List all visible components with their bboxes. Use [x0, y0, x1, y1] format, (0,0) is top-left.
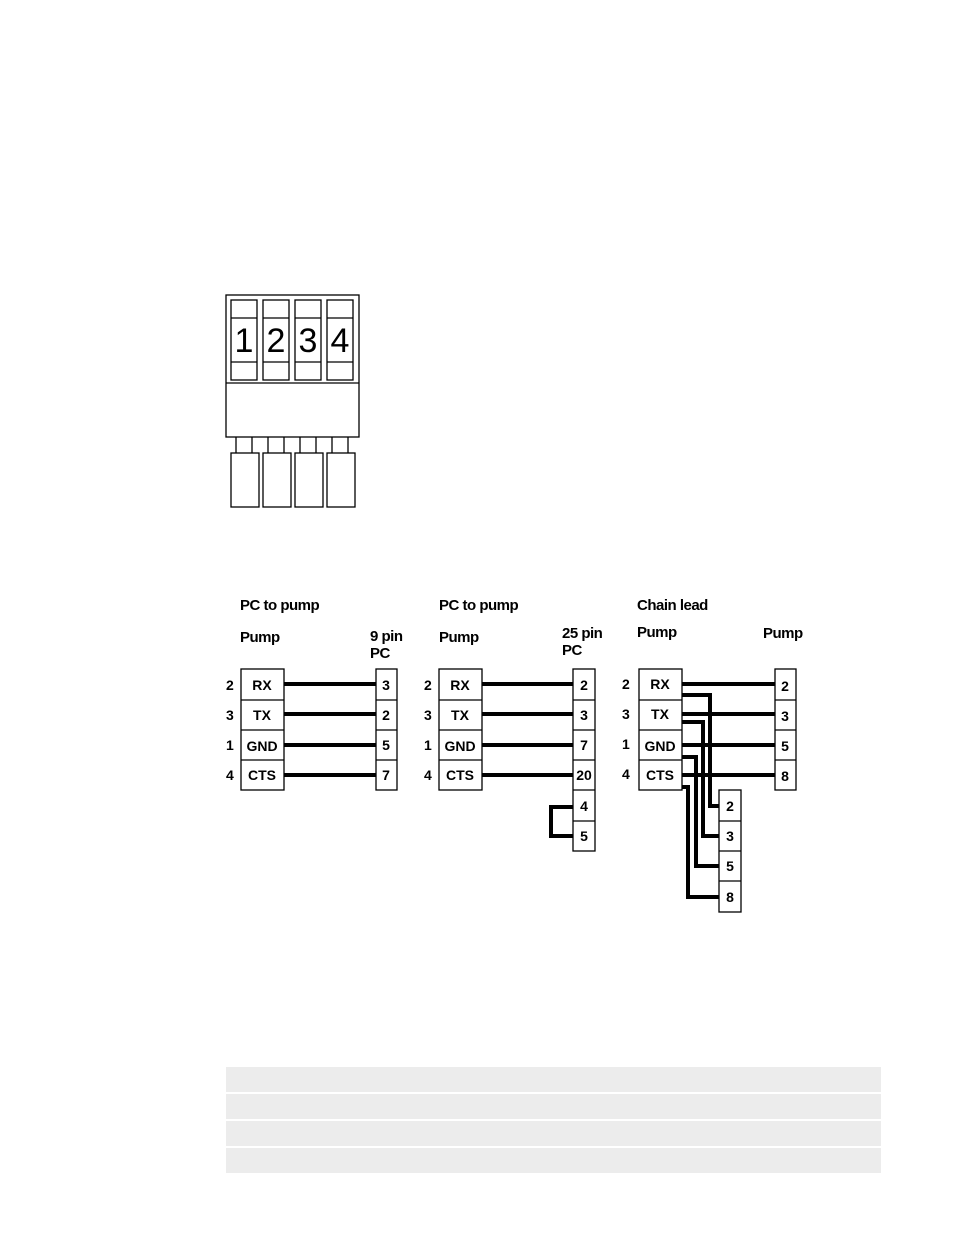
- signal-label: CTS: [646, 767, 674, 783]
- pc-label-line2: PC: [370, 645, 391, 662]
- loopback-pin: 4: [580, 798, 588, 814]
- table-row: [226, 1148, 881, 1175]
- terminal-3: 3: [294, 299, 322, 381]
- wiring-chain-lead: Chain lead Pump Pump 2 RX 2 3 TX 3 1 GND…: [622, 597, 804, 913]
- remote-pin: 2: [580, 677, 588, 693]
- terminal-number: 1: [235, 322, 254, 360]
- terminal-connector: 1 2 3 4: [225, 294, 360, 508]
- signal-label: TX: [651, 706, 670, 722]
- pin-number: 4: [622, 766, 630, 782]
- table-row: [226, 1067, 881, 1094]
- signal-label: TX: [451, 707, 470, 723]
- pump-label-right: Pump: [763, 625, 803, 642]
- signal-label: RX: [252, 677, 272, 693]
- pin-number: 4: [226, 767, 234, 783]
- pc-label: 25 pin: [562, 625, 603, 642]
- remote-pin: 7: [580, 737, 588, 753]
- terminal-4: 4: [326, 299, 354, 381]
- remote-pin: 2: [382, 707, 390, 723]
- pin-number: 2: [622, 676, 630, 692]
- pin-number: 2: [424, 677, 432, 693]
- remote-pin: 5: [781, 738, 789, 754]
- wiring-25-pin: PC to pump Pump 25 pin PC 2 RX 2 3 TX 3 …: [424, 597, 603, 852]
- loopback-pin: 5: [580, 828, 588, 844]
- terminal-number: 2: [267, 322, 286, 360]
- signal-label: GND: [644, 738, 675, 754]
- diagram-heading: PC to pump: [439, 597, 518, 614]
- pc-label-line2: PC: [562, 642, 583, 659]
- pin-number: 1: [226, 737, 234, 753]
- terminal-1: 1: [230, 299, 258, 381]
- table-row: [226, 1121, 881, 1148]
- remote-pin: 7: [382, 767, 390, 783]
- diagram-heading: Chain lead: [637, 597, 708, 614]
- signal-label: RX: [650, 676, 670, 692]
- pump-label: Pump: [240, 629, 280, 646]
- loopback-wire: [549, 805, 573, 838]
- signal-label: TX: [253, 707, 272, 723]
- branch-pin: 3: [726, 828, 734, 844]
- branch-pin: 5: [726, 858, 734, 874]
- remote-pin: 20: [576, 767, 592, 783]
- terminal-2: 2: [262, 299, 290, 381]
- remote-pin: 5: [382, 737, 390, 753]
- pin-number: 1: [424, 737, 432, 753]
- diagram-heading: PC to pump: [240, 597, 319, 614]
- signal-label: CTS: [446, 767, 474, 783]
- pc-label: 9 pin: [370, 628, 403, 645]
- branch-pin: 8: [726, 889, 734, 905]
- empty-table: [226, 1067, 881, 1175]
- terminal-number: 4: [331, 322, 350, 360]
- pump-label: Pump: [439, 629, 479, 646]
- terminal-number: 3: [299, 322, 318, 360]
- pin-number: 4: [424, 767, 432, 783]
- branch-pin: 2: [726, 798, 734, 814]
- pin-number: 2: [226, 677, 234, 693]
- pin-number: 3: [622, 706, 630, 722]
- signal-label: GND: [246, 738, 277, 754]
- table-row: [226, 1094, 881, 1121]
- connector-pins: [230, 437, 356, 508]
- remote-pin: 3: [781, 708, 789, 724]
- signal-label: RX: [450, 677, 470, 693]
- remote-pin: 3: [580, 707, 588, 723]
- remote-pin: 2: [781, 678, 789, 694]
- signal-label: GND: [444, 738, 475, 754]
- signal-label: CTS: [248, 767, 276, 783]
- pin-number: 1: [622, 736, 630, 752]
- pin-number: 3: [424, 707, 432, 723]
- pin-number: 3: [226, 707, 234, 723]
- wiring-9-pin: PC to pump Pump 9 pin PC 2 RX 3 3 TX 2 1…: [226, 597, 403, 791]
- remote-pin: 3: [382, 677, 390, 693]
- remote-pin: 8: [781, 768, 789, 784]
- pump-label: Pump: [637, 624, 677, 641]
